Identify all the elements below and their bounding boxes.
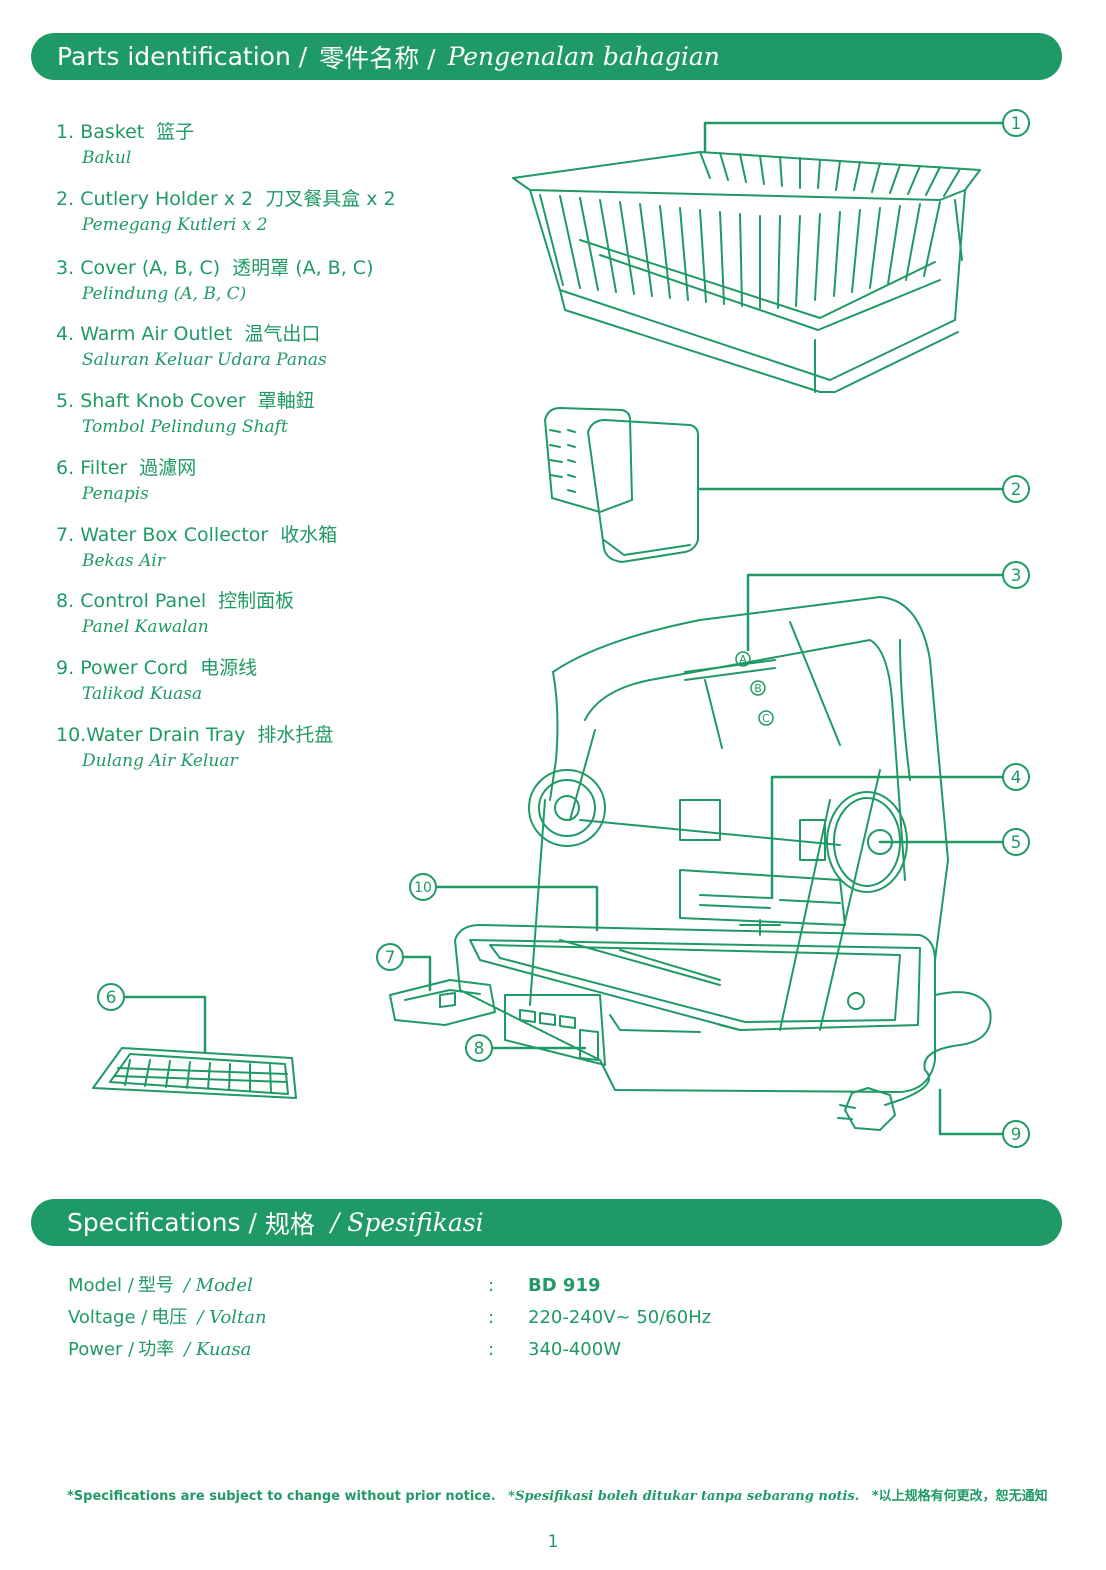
callout-6: 6 bbox=[97, 983, 125, 1011]
spec-colon-power: : bbox=[488, 1339, 495, 1360]
svg-text:1: 1 bbox=[1011, 114, 1022, 134]
specs-header-ms: / Spesifikasi bbox=[330, 1208, 484, 1237]
cover-label-a: A bbox=[735, 651, 751, 667]
callout-5: 5 bbox=[1002, 828, 1030, 856]
svg-text:2: 2 bbox=[1011, 480, 1022, 500]
callout-7: 7 bbox=[376, 943, 404, 971]
cover-label-c: C bbox=[758, 710, 774, 726]
dish-dryer-body-illustration bbox=[389, 596, 949, 1093]
svg-text:10: 10 bbox=[414, 880, 432, 896]
callout-3: 3 bbox=[1002, 561, 1030, 589]
parts-identification-banner: Parts identification / 零件名称 / Pengenalan… bbox=[31, 33, 1062, 80]
cutlery-holder-illustration bbox=[544, 407, 699, 563]
specs-header-en: Specifications / bbox=[67, 1208, 257, 1237]
svg-text:7: 7 bbox=[385, 948, 396, 968]
part-item-3: 3. Cover (A, B, C)透明罩 (A, B, C) Pelindun… bbox=[56, 257, 374, 304]
power-cord-illustration bbox=[837, 991, 992, 1131]
callout-10: 10 bbox=[409, 873, 437, 901]
basket-illustration bbox=[512, 151, 981, 393]
spec-label-voltage: Voltage /电压/ Voltan bbox=[68, 1307, 267, 1328]
svg-text:A: A bbox=[739, 653, 747, 666]
svg-text:3: 3 bbox=[1011, 566, 1022, 586]
spec-value-model: BD 919 bbox=[528, 1275, 601, 1296]
callout-4: 4 bbox=[1002, 763, 1030, 791]
parts-header-zh: 零件名称 / bbox=[319, 43, 436, 73]
callout-8: 8 bbox=[465, 1034, 493, 1062]
spec-label-power: Power /功率/ Kuasa bbox=[68, 1339, 252, 1360]
specs-header-zh: 规格 bbox=[264, 1209, 315, 1239]
page-number: 1 bbox=[547, 1532, 559, 1552]
spec-colon-voltage: : bbox=[488, 1307, 495, 1328]
spec-value-power: 340-400W bbox=[528, 1339, 622, 1360]
callout-9: 9 bbox=[1002, 1120, 1030, 1148]
filter-illustration bbox=[92, 1047, 297, 1099]
spec-colon-model: : bbox=[488, 1275, 495, 1296]
svg-text:C: C bbox=[762, 712, 770, 725]
svg-text:5: 5 bbox=[1011, 833, 1022, 853]
parts-header-ms: Pengenalan bahagian bbox=[447, 42, 720, 71]
callout-1: 1 bbox=[1002, 109, 1030, 137]
leader-lines bbox=[123, 121, 1004, 1136]
spec-label-model: Model /型号/ Model bbox=[68, 1275, 253, 1296]
cover-label-b: B bbox=[750, 680, 766, 696]
specifications-banner: Specifications / 规格 / Spesifikasi bbox=[31, 1199, 1062, 1246]
svg-text:B: B bbox=[754, 682, 762, 695]
parts-header-en: Parts identification / bbox=[57, 42, 308, 71]
spec-value-voltage: 220-240V~ 50/60Hz bbox=[528, 1307, 712, 1328]
svg-text:6: 6 bbox=[106, 988, 117, 1008]
dish-dryer-diagram: A B C 1 2 3 4 5 6 7 8 9 10 bbox=[92, 109, 1030, 1148]
callout-2: 2 bbox=[1002, 475, 1030, 503]
svg-text:4: 4 bbox=[1011, 768, 1022, 788]
svg-text:9: 9 bbox=[1011, 1125, 1022, 1145]
cover-labels: A B C bbox=[735, 651, 774, 726]
specifications-footnote: *Specifications are subject to change wi… bbox=[67, 1489, 1048, 1504]
svg-text:8: 8 bbox=[474, 1039, 485, 1059]
